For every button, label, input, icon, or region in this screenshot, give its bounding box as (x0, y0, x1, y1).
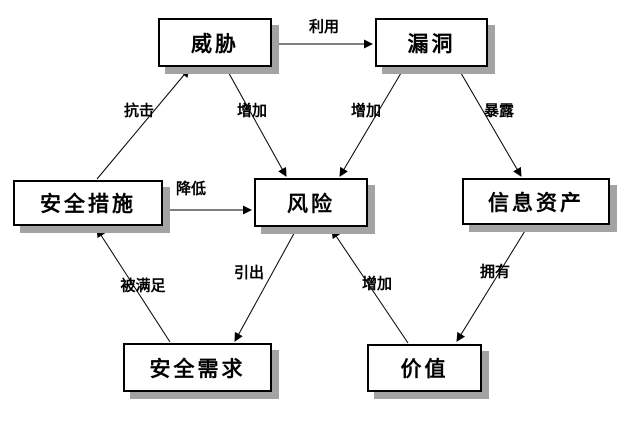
edge-label-increase-value: 增加 (361, 274, 393, 293)
edge-line-leads-to (234, 227, 298, 342)
edge-line-increase-vuln (339, 67, 405, 177)
edge-label-increase-threat: 增加 (236, 101, 268, 120)
edge-label-expose: 暴露 (483, 101, 515, 120)
node-value: 价值 (367, 344, 482, 392)
edge-line-increase-value (331, 229, 409, 344)
edge-line-increase-threat (225, 67, 287, 177)
edge-line-resist (96, 68, 190, 180)
node-vulnerability: 漏洞 (375, 18, 488, 67)
edge-label-leads-to: 引出 (233, 263, 265, 282)
node-risk: 风险 (254, 178, 368, 227)
node-security-requirements: 安全需求 (123, 343, 272, 392)
edge-line-own (456, 225, 529, 342)
edge-label-increase-vuln: 增加 (350, 101, 382, 120)
edge-line-satisfied-by (96, 228, 171, 343)
edge-label-reduce: 降低 (175, 179, 207, 198)
node-information-assets: 信息资产 (462, 178, 610, 225)
edge-label-exploit: 利用 (308, 17, 340, 36)
edge-line-expose (457, 67, 522, 177)
edge-label-own: 拥有 (479, 262, 511, 281)
node-threat: 威胁 (158, 18, 272, 67)
edge-label-satisfied-by: 被满足 (120, 276, 166, 295)
node-security-measures: 安全措施 (13, 180, 163, 226)
edge-label-resist: 抗击 (123, 101, 155, 120)
